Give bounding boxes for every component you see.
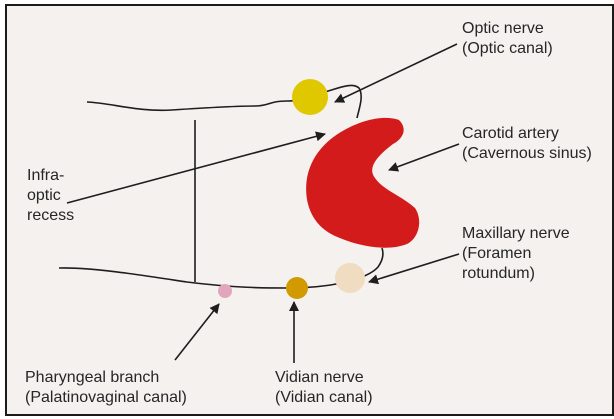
carotid-artery-shape [306, 118, 419, 248]
carotid-artery-label-line1: Carotid artery [462, 124, 592, 144]
infra-optic-recess-label-line3: recess [27, 206, 74, 226]
vidian-nerve-circle [286, 277, 308, 299]
pharyngeal-branch-label-line2: (Palatinovaginal canal) [25, 388, 187, 408]
carotid-artery-arrow [389, 144, 459, 170]
carotid-artery-label: Carotid artery (Cavernous sinus) [462, 124, 592, 164]
vidian-nerve-label-line1: Vidian nerve [275, 368, 373, 388]
infra-optic-recess-arrow [67, 134, 325, 203]
infra-optic-recess-label: Infra- optic recess [27, 166, 74, 226]
anatomy-diagram [7, 6, 614, 416]
maxillary-nerve-label: Maxillary nerve (Foramen rotundum) [462, 224, 570, 284]
maxillary-nerve-label-line3: rotundum) [462, 264, 570, 284]
pharyngeal-branch-circle [218, 284, 232, 298]
infra-optic-recess-label-line1: Infra- [27, 166, 74, 186]
carotid-artery-label-line2: (Cavernous sinus) [462, 144, 592, 164]
optic-nerve-arrow [335, 44, 457, 102]
pharyngeal-branch-label: Pharyngeal branch (Palatinovaginal canal… [25, 368, 187, 408]
infra-optic-recess-label-line2: optic [27, 186, 74, 206]
diagram-frame: Optic nerve (Optic canal) Carotid artery… [5, 4, 614, 416]
maxillary-nerve-circle [335, 263, 365, 293]
optic-nerve-circle [292, 79, 328, 115]
optic-nerve-label-line2: (Optic canal) [462, 39, 553, 59]
lower-outline [59, 248, 383, 288]
vidian-nerve-label: Vidian nerve (Vidian canal) [275, 368, 373, 408]
pharyngeal-branch-label-line1: Pharyngeal branch [25, 368, 187, 388]
maxillary-nerve-label-line1: Maxillary nerve [462, 224, 570, 244]
vidian-nerve-label-line2: (Vidian canal) [275, 388, 373, 408]
optic-nerve-label: Optic nerve (Optic canal) [462, 19, 553, 59]
pharyngeal-branch-arrow [175, 304, 219, 360]
maxillary-nerve-label-line2: (Foramen [462, 244, 570, 264]
optic-nerve-label-line1: Optic nerve [462, 19, 553, 39]
